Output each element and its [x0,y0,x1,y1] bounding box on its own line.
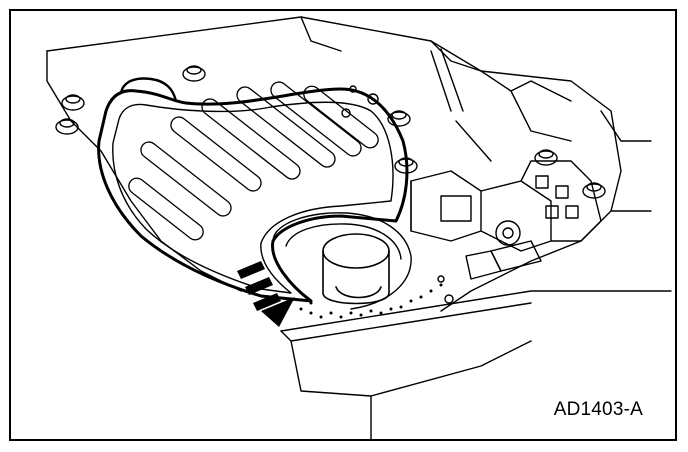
bolt-icon [61,94,85,111]
bolt-icon [182,65,206,82]
case-flange [280,290,672,332]
bolt-icon [55,118,79,135]
manual-lever [465,220,542,280]
gasket-dots [299,283,443,319]
figure-id-label: AD1403-A [553,399,643,420]
bolt-icon [534,149,558,166]
removal-direction-arrow [237,261,295,327]
filter-pan [97,87,409,303]
bolt-icon [387,110,411,127]
filter-ribs [128,81,379,241]
illustration-frame: AD1403-A [9,9,677,441]
transmission-filter-drawing [46,16,672,439]
filter-pickup-tube [322,233,390,305]
